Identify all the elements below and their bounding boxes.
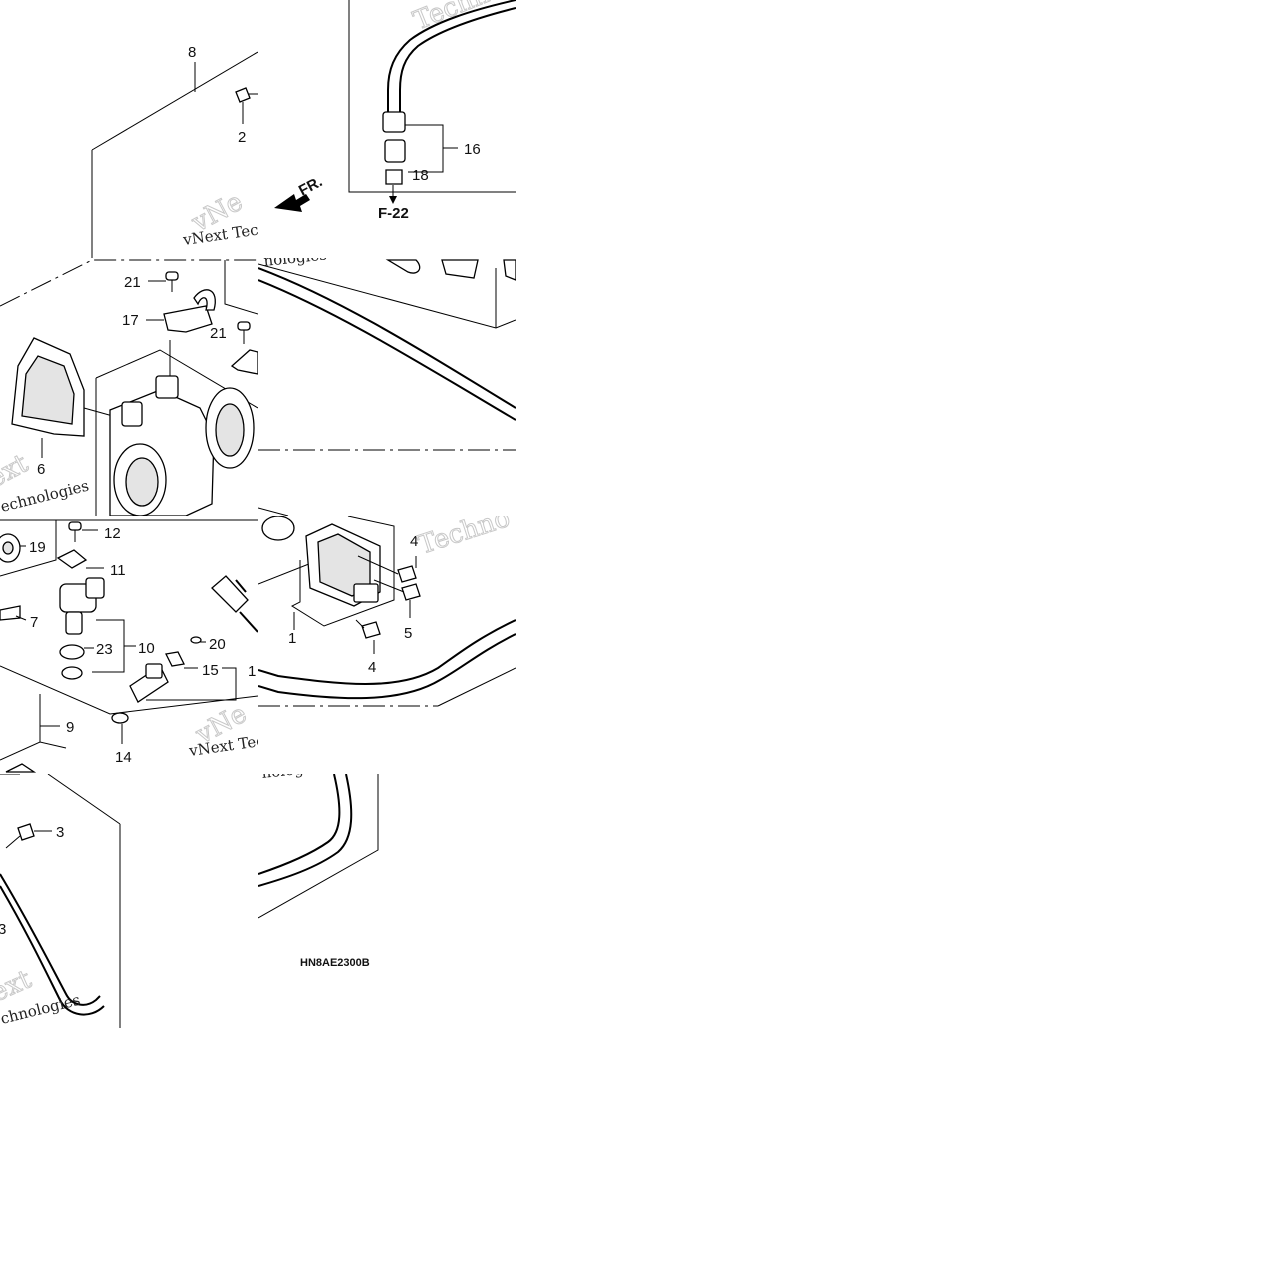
diagram-tile-middle-right: nologies: [258, 258, 516, 516]
diagram-tile-bottom-left: 3 3 ext chnologies: [0, 774, 122, 1028]
callout-5: 5: [404, 625, 412, 642]
bolt-2: [235, 87, 258, 103]
watermark-techno-top: Techno: [409, 0, 508, 36]
o-ring-23: [59, 644, 85, 660]
callout-18: 18: [412, 167, 429, 184]
throttle-body: [109, 340, 255, 516]
sensor-19: [0, 533, 21, 563]
watermark-logies: nologies: [261, 774, 326, 782]
sensor-10: [59, 577, 105, 635]
watermark-ext-mid: ext: [0, 448, 34, 494]
callout-17: 17: [122, 312, 139, 329]
plate-11: [56, 549, 88, 569]
bolt-3: [5, 823, 35, 849]
bracket-17: [163, 289, 216, 333]
callout-3-upper: 3: [56, 824, 64, 841]
bolt-5: [373, 579, 421, 601]
bolt-4-lower: [355, 619, 381, 639]
callout-8: 8: [188, 44, 196, 61]
front-direction-arrow: FR.: [274, 173, 325, 212]
callout-19: 19: [29, 539, 46, 556]
callout-20: 20: [209, 636, 226, 653]
reference-f22: F-22: [378, 205, 409, 222]
screw-21-upper: [165, 271, 179, 292]
drawing-code: HN8AE2300B: [300, 957, 370, 969]
diagram-tile-top-left: 8 2 vNext Tec vNe: [0, 0, 258, 258]
callout-21-lower: 21: [210, 325, 227, 342]
callout-7: 7: [30, 614, 38, 631]
ecu-1: [305, 523, 381, 607]
seal-14: [111, 712, 129, 724]
injector-15: [129, 651, 185, 703]
callout-21-upper: 21: [124, 274, 141, 291]
hose-connector-16: [382, 111, 406, 163]
callout-10: 10: [138, 640, 155, 657]
injector-harness: [211, 575, 258, 633]
throttle-cover-6: [11, 337, 121, 437]
screw-21-lower: [237, 321, 251, 344]
screw-12: [68, 521, 82, 542]
callout-3-lower: 3: [0, 921, 6, 938]
callout-11: 11: [110, 562, 126, 579]
bolt-4-upper: [357, 555, 417, 583]
callout-16: 16: [464, 141, 481, 158]
callout-12: 12: [104, 525, 121, 542]
diagram-tile-lower-left: 19 12 11 7 10 23: [0, 516, 258, 774]
callout-14: 14: [115, 749, 132, 766]
watermark-nologies: nologies: [263, 258, 328, 270]
diagram-tile-middle-left: 21 17 21 6: [0, 258, 258, 516]
callout-23: 23: [96, 641, 113, 658]
callout-9: 9: [66, 719, 74, 736]
callout-2: 2: [238, 129, 246, 146]
callout-1: 1: [288, 630, 296, 647]
watermark-techno-lower: Techno: [415, 516, 514, 561]
callout-1-partial: 1: [248, 663, 256, 680]
callout-4-upper: 4: [410, 533, 418, 550]
diagram-tile-top-right: 16 18 F-22 FR. Techno: [258, 0, 516, 258]
callout-6: 6: [37, 461, 45, 478]
gasket-ring: [261, 516, 295, 541]
diagram-tile-lower-right: 1 4 5 4 Techno: [258, 516, 516, 774]
diagram-tile-bottom-middle: nologies HN8AE2300B: [258, 774, 380, 1028]
callout-4-lower: 4: [368, 659, 376, 676]
clip-18: [385, 169, 403, 185]
svg-text:FR.: FR.: [296, 173, 325, 199]
callout-15: 15: [202, 662, 219, 679]
